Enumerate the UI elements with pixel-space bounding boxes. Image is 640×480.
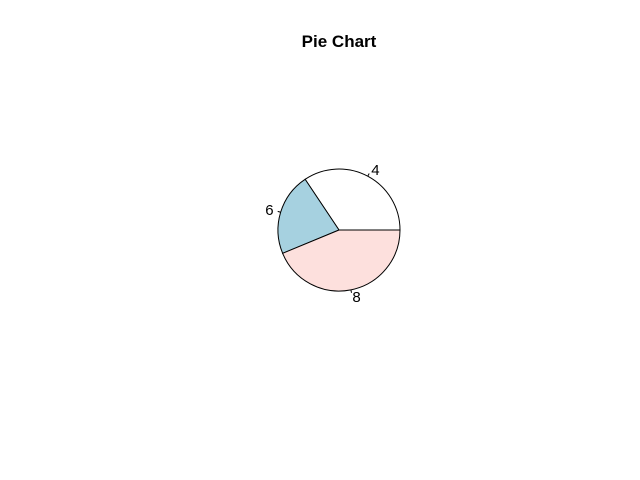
- pie-labels: 4 6 8: [265, 162, 379, 306]
- pie-slices: [277, 168, 401, 292]
- pie-label-8: 8: [352, 289, 360, 306]
- pie-label-tick-8: [350, 289, 352, 293]
- pie-label-tick-6: [277, 210, 281, 213]
- pie-slice-6: [277, 178, 340, 254]
- pie-label-6: 6: [265, 202, 273, 219]
- pie-label-tick-4: [367, 173, 370, 177]
- pie-label-4: 4: [371, 162, 379, 179]
- chart-title: Pie Chart: [302, 32, 377, 51]
